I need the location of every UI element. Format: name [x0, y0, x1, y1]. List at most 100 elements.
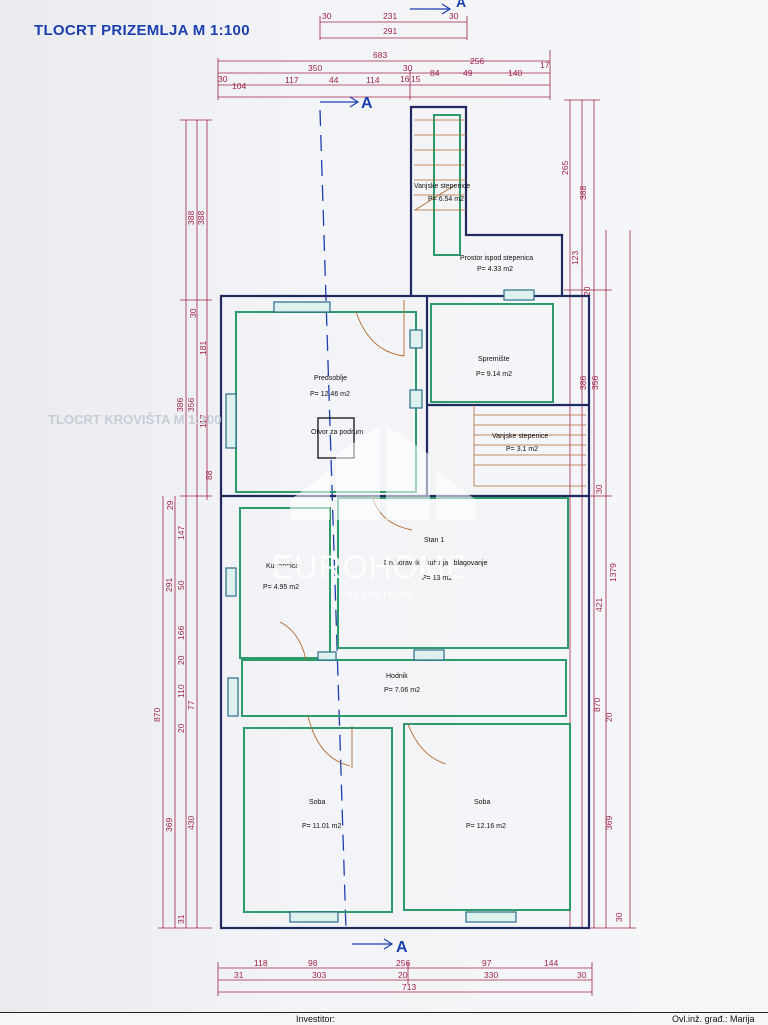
- watermark-brand: EUROHOME: [272, 549, 468, 585]
- room-name: Vanjske stepenice: [414, 183, 470, 190]
- dim-label: 30: [218, 74, 228, 84]
- dim-label: 386: [175, 398, 185, 412]
- stairs-inner: [473, 405, 586, 487]
- room-name: Prostor ispod stepenica: [460, 255, 533, 262]
- dim-label: 31: [234, 970, 244, 980]
- dim-label: 369: [164, 818, 174, 832]
- engineer-label: Ovl.inž. građ.: Marija: [672, 1014, 755, 1024]
- dim-label: 356: [590, 376, 600, 390]
- dim-label: 20: [176, 655, 186, 665]
- dim-label: 104: [232, 81, 246, 91]
- room-area: P= 12.16 m2: [466, 823, 506, 830]
- dim-label: 30: [614, 912, 624, 922]
- room-name: Hodnik: [386, 673, 408, 680]
- bottom-dimensions: [217, 962, 593, 996]
- top-dimensions: [217, 16, 551, 100]
- dim-label: 291: [383, 26, 397, 36]
- section-label-upper: A: [361, 95, 373, 112]
- dim-label: 713: [402, 982, 416, 992]
- room-name: Dn.boravak - kuhinja i blagovanje: [384, 560, 488, 567]
- dim-label: 388: [578, 186, 588, 200]
- dim-label: 31: [176, 914, 186, 924]
- stairs-outer: [414, 119, 466, 211]
- dim-label: 114: [366, 75, 380, 85]
- dim-label: 29: [165, 500, 175, 510]
- room-area: P= 9.14 m2: [476, 371, 512, 378]
- dim-label: 17: [540, 60, 550, 70]
- room-name: Spremište: [478, 356, 510, 363]
- ghost-roof-plan-text: TLOCRT KROVIŠTA M 1:100: [48, 412, 221, 427]
- dim-label: 20: [176, 723, 186, 733]
- watermark-logo: [290, 425, 476, 520]
- doors: [279, 300, 447, 768]
- room-area: P= 12.46 m2: [310, 391, 350, 398]
- dim-label: 140: [508, 68, 522, 78]
- dim-label: 330: [484, 970, 498, 980]
- room-area: P= 3.1 m2: [506, 446, 538, 453]
- room-area: P= 13 m2: [422, 575, 452, 582]
- dim-label: 20: [604, 712, 614, 722]
- dim-label: 20: [582, 286, 592, 296]
- dim-label: 88: [204, 470, 214, 480]
- dim-label: 870: [592, 698, 602, 712]
- room-area: P= 4.95 m2: [263, 584, 299, 591]
- room-name: Predsoblje: [314, 375, 347, 382]
- right-dimensions: [564, 99, 636, 929]
- dim-label: 256: [396, 958, 410, 968]
- dim-label: 44: [329, 75, 339, 85]
- dim-label: 84: [430, 68, 440, 78]
- dim-label: 388: [196, 211, 206, 225]
- section-arrow-lower: [352, 938, 394, 950]
- dim-label: 15: [411, 74, 421, 84]
- dim-label: 388: [186, 211, 196, 225]
- dim-label: 683: [373, 50, 387, 60]
- room-name: Stan 1: [424, 537, 444, 544]
- dim-label: 30: [188, 308, 198, 318]
- room-area: P= 6.54 m2: [428, 196, 464, 203]
- dim-label: 231: [383, 11, 397, 21]
- room-area: P= 4.33 m2: [477, 266, 513, 273]
- dim-label: 30: [322, 11, 332, 21]
- dim-label: 117: [285, 75, 299, 85]
- dim-label: 265: [560, 161, 570, 175]
- dim-label: 256: [470, 56, 484, 66]
- room-name: Soba: [309, 799, 325, 806]
- dim-label: 291: [164, 578, 174, 592]
- interior-walls: [235, 114, 571, 913]
- room-name: Soba: [474, 799, 490, 806]
- watermark-sub: NEKRETNINE: [346, 590, 414, 600]
- dim-label: 77: [186, 700, 196, 710]
- dim-label: 98: [308, 958, 318, 968]
- room-area: P= 7.06 m2: [384, 687, 420, 694]
- dim-label: 123: [570, 251, 580, 265]
- dim-label: 181: [198, 341, 208, 355]
- dim-label: 110: [176, 684, 186, 698]
- dim-label: 16: [400, 74, 410, 84]
- dim-label: 421: [594, 598, 604, 612]
- dim-label: 303: [312, 970, 326, 980]
- dim-label: 97: [482, 958, 492, 968]
- dim-label: 356: [186, 398, 196, 412]
- dim-label: 117: [198, 414, 208, 428]
- room-area: P= 11.01 m2: [302, 823, 341, 830]
- section-arrow-top-right: [410, 3, 452, 15]
- section-arrow-upper: [320, 96, 360, 108]
- dim-label: 369: [604, 816, 614, 830]
- dim-label: 430: [186, 816, 196, 830]
- dim-label: 870: [152, 708, 162, 722]
- room-name: Otvor za podrum: [311, 429, 363, 436]
- room-name: Kupaonica: [266, 563, 299, 570]
- section-label-lower: A: [396, 939, 408, 956]
- dim-label: 118: [254, 958, 268, 968]
- dim-label: 30: [594, 484, 604, 494]
- title-block: Investitor: Ovl.inž. građ.: Marija: [0, 1012, 768, 1025]
- section-axis: [319, 109, 347, 931]
- dim-label: 30: [403, 63, 413, 73]
- plan-title: TLOCRT PRIZEMLJA M 1:100: [34, 22, 250, 39]
- dim-label: 144: [544, 958, 558, 968]
- dim-label: 30: [449, 11, 459, 21]
- dim-label: 50: [176, 580, 186, 590]
- investitor-label: Investitor:: [296, 1014, 336, 1024]
